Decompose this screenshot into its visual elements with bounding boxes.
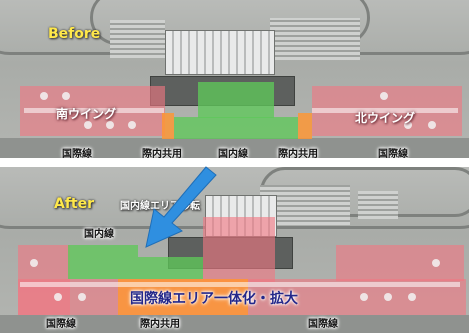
international-zone-center (203, 217, 275, 282)
aircraft-stand (384, 293, 392, 301)
caption-international: 国際線 (46, 319, 76, 330)
north-pier (312, 108, 458, 113)
caption-shared: 際内共用 (278, 149, 318, 159)
parking-garage (270, 18, 360, 60)
after-label: After (54, 196, 95, 212)
aircraft-stand (404, 121, 412, 129)
caption-shared: 際内共用 (142, 149, 182, 159)
aircraft-stand (380, 92, 388, 100)
caption-international: 国際線 (62, 149, 92, 159)
aircraft-stand (84, 121, 92, 129)
aircraft-stand (78, 293, 86, 301)
after-panel: After 国内線エリア移転 国内線 国際線エリア一体化・拡大 (0, 167, 469, 333)
caption-shared: 際内共用 (140, 319, 180, 330)
relocation-label: 国内線エリア移転 (120, 201, 200, 212)
caption-international: 国際線 (378, 149, 408, 159)
terminal-roof (165, 30, 275, 75)
domestic-label: 国内線 (84, 229, 114, 240)
caption-international: 国際線 (308, 319, 338, 330)
aircraft-stand (408, 293, 416, 301)
aircraft-stand (428, 121, 436, 129)
apron (0, 138, 469, 158)
aircraft-stand (360, 293, 368, 301)
before-panel: Before 南ウイング 北ウイング 国際線 際内共用 国内線 際内共用 国際線 (0, 0, 469, 158)
relocation-arrow (145, 166, 217, 248)
domestic-zone-lower (138, 257, 203, 279)
south-wing-label: 南ウイング (56, 107, 117, 121)
aircraft-stand (106, 121, 114, 129)
before-label: Before (48, 26, 101, 42)
aircraft-stand (432, 259, 440, 267)
domestic-zone (198, 82, 274, 118)
caption-domestic: 国内線 (218, 149, 248, 159)
aircraft-stand (54, 293, 62, 301)
aircraft-stand (62, 92, 70, 100)
integration-label: 国際線エリア一体化・拡大 (130, 291, 298, 307)
shared-zone-right (298, 113, 312, 139)
domestic-zone-lower (174, 117, 298, 139)
parking-garage (358, 191, 398, 219)
south-pier (24, 108, 164, 113)
pier (20, 282, 460, 287)
international-zone-right (336, 245, 464, 281)
aircraft-stand (128, 121, 136, 129)
parking-garage (110, 20, 165, 58)
arrow-down-left-icon (145, 166, 217, 248)
shared-zone-left (162, 113, 174, 139)
aircraft-stand (40, 92, 48, 100)
apron (0, 315, 469, 333)
aircraft-stand (30, 259, 38, 267)
domestic-zone (68, 245, 138, 279)
north-wing-label: 北ウイング (355, 111, 416, 125)
